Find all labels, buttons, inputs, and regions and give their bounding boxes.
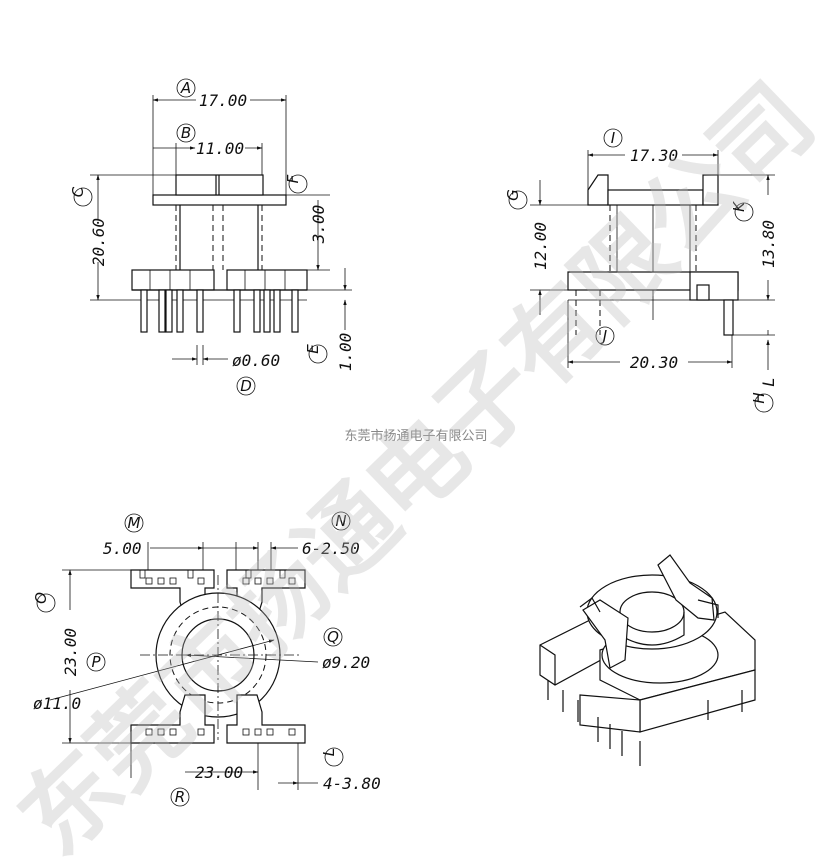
dim-o-value: 23.00 (61, 628, 80, 676)
dim-j-value: 20.30 (630, 353, 678, 372)
dim-r-value: 23.00 (195, 763, 243, 782)
dim-i-value: 17.30 (630, 146, 678, 165)
label-a: A (180, 79, 191, 97)
label-c: C (69, 186, 87, 197)
dim-a-value: 17.00 (199, 91, 247, 110)
watermark-small: 东莞市扬通电子有限公司 (344, 428, 487, 444)
label-k: K (730, 201, 748, 212)
dim-side-l-letter: L (759, 377, 778, 387)
dim-m-value: 5.00 (103, 539, 142, 558)
dim-e-value: 1.00 (336, 333, 355, 372)
label-h: H (750, 392, 768, 403)
dim-q-value: ø9.20 (322, 653, 370, 672)
label-p: P (91, 653, 101, 671)
watermark-large: 东莞市扬通电子有限公司 (0, 62, 831, 864)
dim-c-value: 20.60 (89, 218, 108, 266)
side-view: I 17.30 G 12.00 K 13.80 L H J 20.30 (504, 128, 778, 413)
label-g: G (504, 189, 522, 201)
dim-n-value: 6-2.50 (302, 539, 360, 558)
dim-g-value: 12.00 (531, 222, 550, 270)
dim-b-value: 11.00 (196, 139, 244, 158)
dim-p-value: ø11.0 (33, 694, 81, 713)
label-r: R (175, 788, 185, 806)
isometric-view (539, 554, 756, 766)
label-o: O (32, 592, 50, 604)
label-d: D (240, 377, 252, 395)
dim-k-value: 13.80 (759, 220, 778, 268)
dim-l-value: 4-3.80 (323, 774, 381, 793)
label-i: I (611, 129, 616, 147)
label-m: M (128, 514, 141, 532)
dim-d-value: ø0.60 (232, 351, 280, 370)
label-q: Q (327, 628, 339, 646)
front-view: A 17.00 B 11.00 C 20.60 F 3.00 E 1.00 (69, 78, 355, 396)
dim-f-value: 3.00 (309, 205, 328, 245)
label-e: E (304, 344, 322, 354)
label-j: J (600, 327, 607, 345)
top-view: 5.00 M 6-2.50 N O 23.00 ø11.0 P ø9.20 Q … (32, 511, 381, 807)
label-l: L (320, 748, 338, 756)
label-n: N (335, 512, 346, 530)
label-b: B (181, 124, 191, 142)
label-f: F (284, 174, 302, 183)
